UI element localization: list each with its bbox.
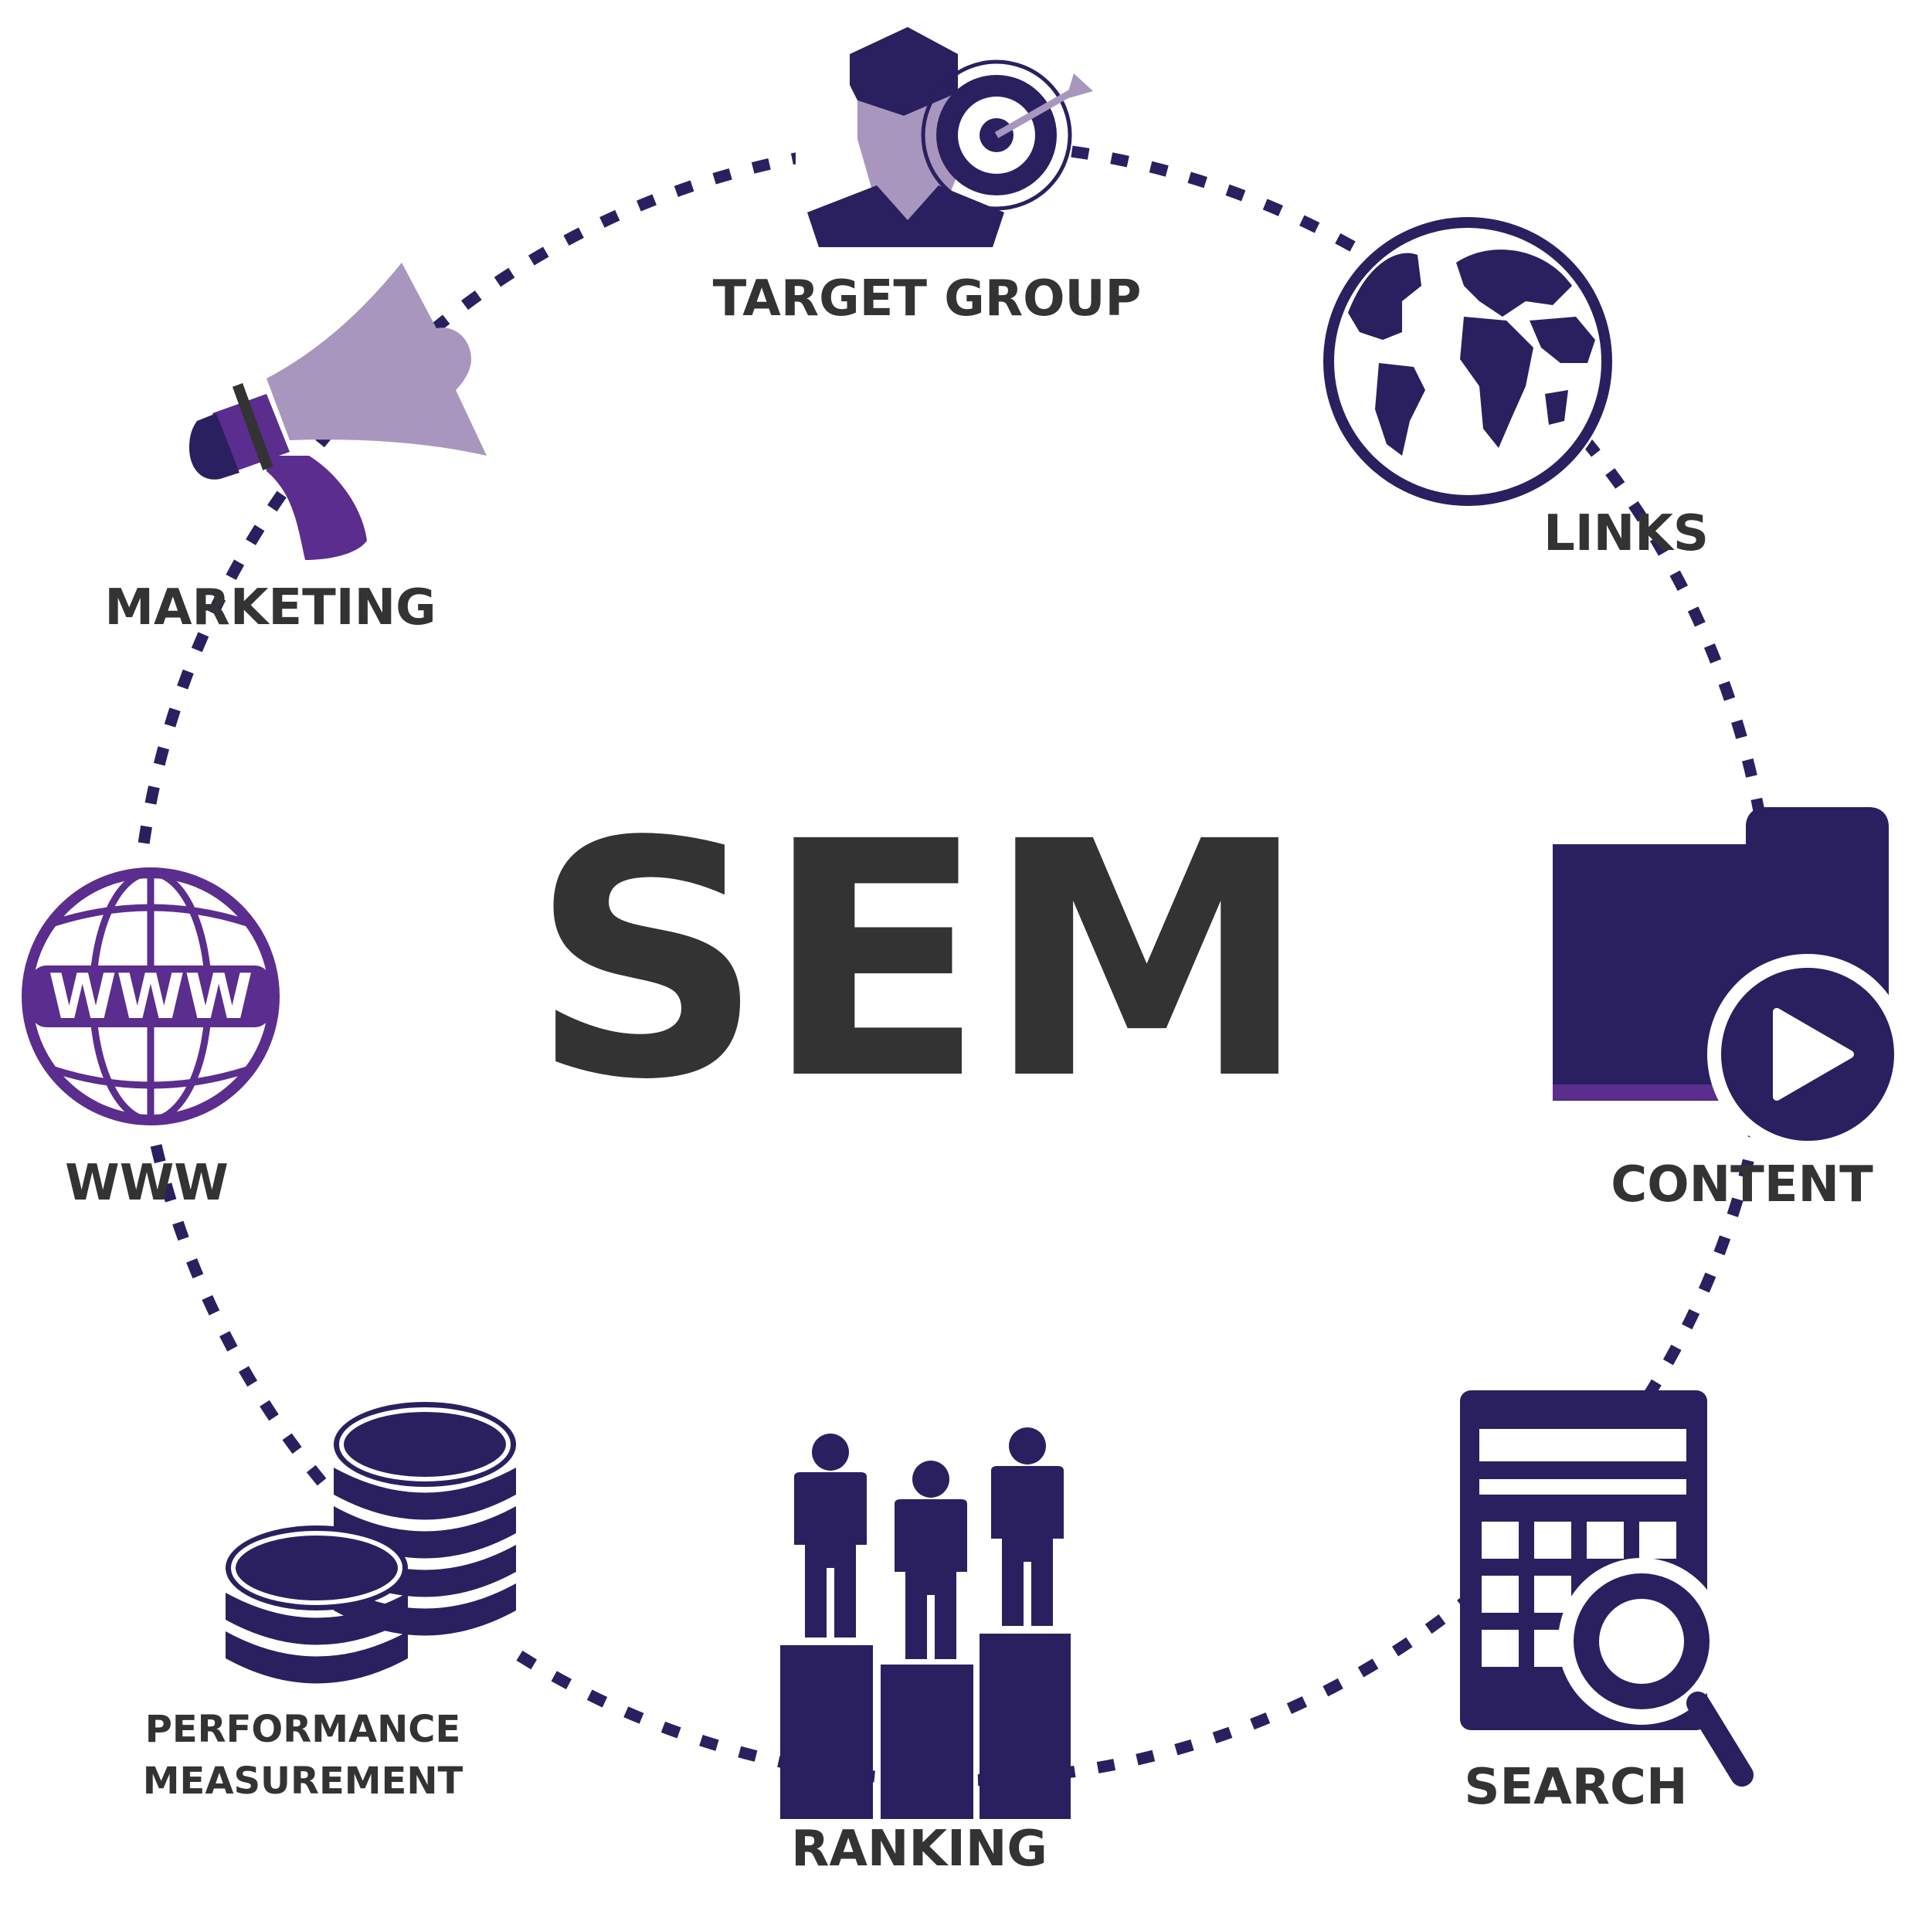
globe-icon <box>1321 215 1615 508</box>
label-content: CONTENT <box>1611 1156 1873 1213</box>
label-www: WWW <box>65 1155 229 1212</box>
www-icon-text: WWW <box>49 961 253 1033</box>
label-links: LINKS <box>1543 505 1709 562</box>
folder-play-icon <box>1553 807 1908 1155</box>
label-marketing: MARKETING <box>104 579 436 636</box>
www-globe-icon: WWW <box>15 861 286 1132</box>
center-title: SEM <box>530 773 1308 1151</box>
label-search: SEARCH <box>1464 1759 1687 1816</box>
label-ranking: RANKING <box>791 1821 1047 1878</box>
coin-stack-icon <box>226 1398 518 1684</box>
calculator-magnifier-icon <box>1460 1390 1754 1787</box>
label-performance-line1: PERFORMANCE <box>145 1708 461 1751</box>
podium-people-icon <box>780 1427 1071 1819</box>
megaphone-icon <box>189 263 487 560</box>
label-target-group: TARGET GROUP <box>713 270 1142 327</box>
label-performance-line2: MEASUREMENT <box>143 1760 463 1803</box>
target-person-icon <box>796 27 1093 247</box>
